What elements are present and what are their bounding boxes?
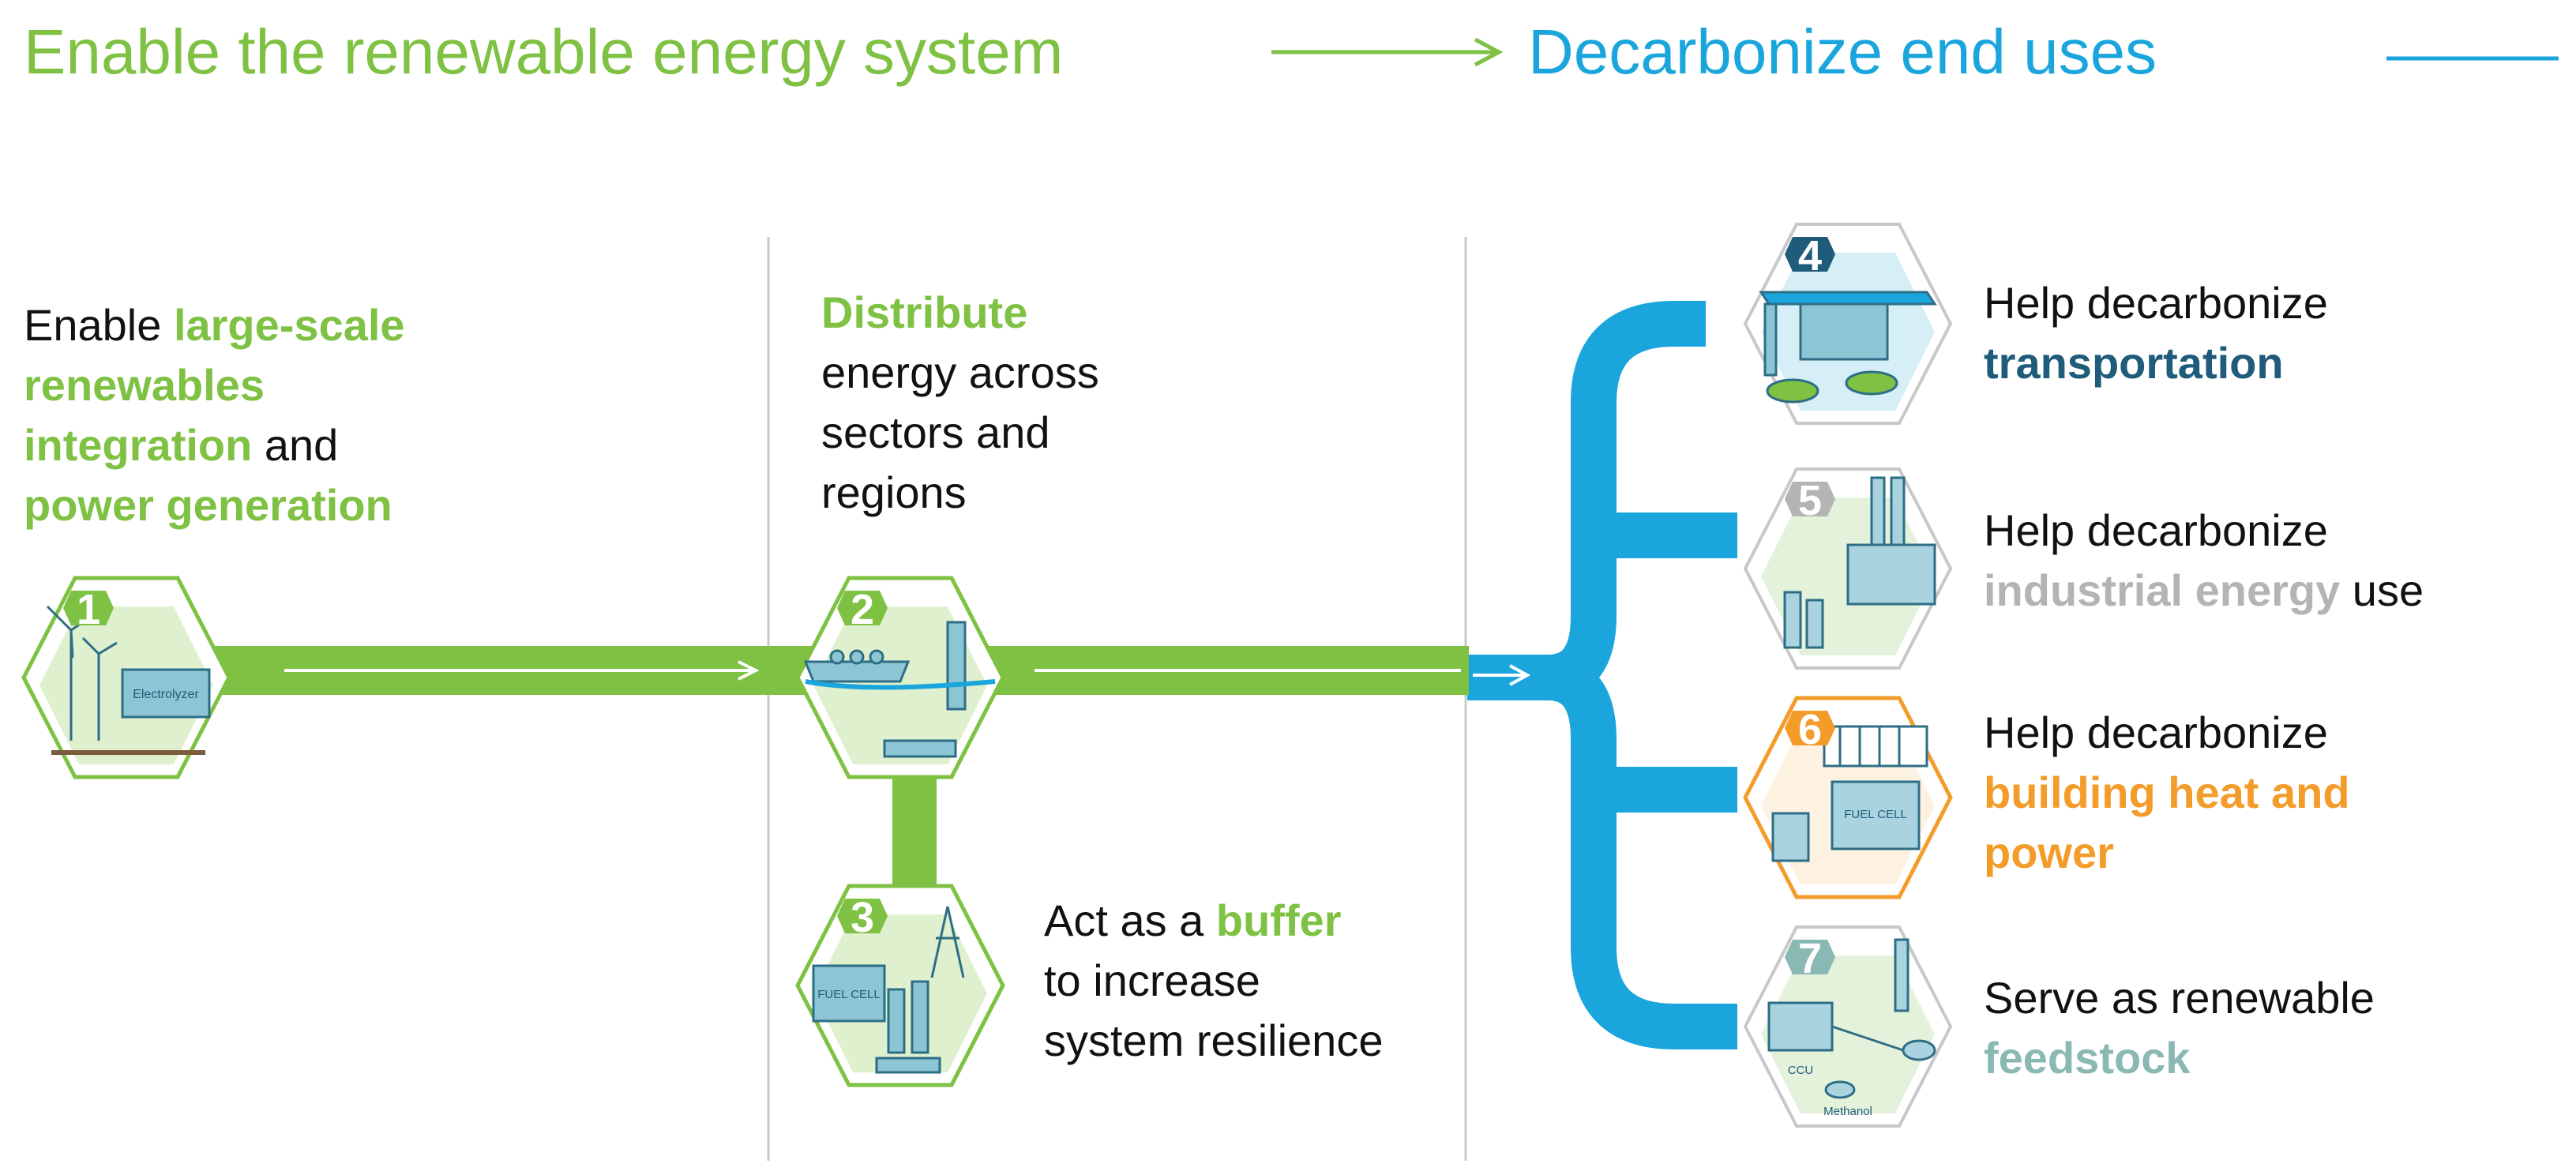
step-7-number: 7 [1798, 935, 1822, 982]
step-1-number: 1 [77, 586, 100, 633]
step-6-text: Help decarbonize building heat and power [1984, 703, 2350, 883]
step-6-text-highlight: power [1984, 828, 2114, 877]
step-4-text: Help decarbonize transportation [1984, 273, 2328, 393]
step-4-text-plain: Help decarbonize [1984, 278, 2328, 328]
step-5-hexagon: 5 [1743, 467, 1953, 670]
ccu-label: CCU [1788, 1064, 1814, 1077]
step-4-hexagon: 4 [1743, 223, 1953, 425]
fuel-cell-label-step-3: FUEL CELL [817, 988, 880, 1001]
step-1-text-highlight: renewables [24, 360, 265, 410]
step-3-hexagon: FUEL CELL 3 [795, 884, 1005, 1087]
step-5-text: Help decarbonize industrial energy use [1984, 501, 2424, 621]
step-6-badge [1785, 711, 1835, 745]
green-pipe-2-3 [892, 758, 937, 900]
step-1-text-highlight: power generation [24, 480, 392, 530]
step-1-text: Enable large-scale renewables integratio… [24, 295, 405, 535]
step-7-text-plain: Serve as renewable [1984, 973, 2375, 1023]
factory-chimney-icon [1783, 476, 1936, 649]
step-5-number: 5 [1798, 477, 1822, 524]
step-3-text-plain: to increase [1044, 955, 1260, 1005]
fuel-cell-label-step-6: FUEL CELL [1844, 808, 1906, 821]
step-1-hexagon: Electrolyzer 1 [21, 576, 231, 779]
header-decarbonize-end-uses: Decarbonize end uses [1528, 17, 2157, 87]
step-2-number: 2 [851, 586, 874, 633]
step-1-text-highlight: integration [24, 420, 253, 470]
step-4-text-highlight: transportation [1984, 338, 2284, 388]
methanol-label: Methanol [1823, 1105, 1872, 1118]
wind-turbine-electrolyzer-icon [46, 605, 211, 755]
chemical-plant-methanol-icon [1767, 938, 1936, 1099]
header-enable-renewable-system: Enable the renewable energy system [24, 17, 1064, 87]
step-1-text-plain: Enable [24, 300, 174, 350]
step-6-text-highlight: building heat and [1984, 768, 2350, 817]
step-3-badge [837, 899, 888, 933]
fueling-station-cars-icon [1759, 291, 1937, 404]
step-1-text-plain: and [252, 420, 339, 470]
step-6-text-plain: Help decarbonize [1984, 708, 2328, 757]
green-flow-arrow-1 [284, 660, 760, 681]
header-arrow-green [1271, 37, 1504, 67]
step-3-text: Act as a buffer to increase system resil… [1044, 891, 1383, 1071]
step-5-text-plain: Help decarbonize [1984, 505, 2328, 555]
fuel-cell-power-pylon-icon [812, 906, 965, 1074]
step-7-text: Serve as renewable feedstock [1984, 968, 2375, 1088]
step-3-text-highlight: buffer [1215, 895, 1342, 945]
step-7-badge [1785, 940, 1835, 974]
step-4-badge [1785, 237, 1835, 272]
step-3-text-plain: system resilience [1044, 1015, 1384, 1065]
step-5-text-plain: use [2340, 565, 2424, 615]
step-5-badge [1785, 482, 1835, 516]
step-2-hexagon: 2 [795, 576, 1005, 779]
step-7-hexagon: CCU Methanol 7 [1743, 925, 1953, 1128]
blue-flow-arrow [1473, 664, 1531, 686]
step-2-text-plain: energy across [821, 347, 1099, 397]
step-6-number: 6 [1798, 706, 1822, 753]
step-4-number: 4 [1798, 232, 1822, 280]
step-1-text-highlight: large-scale [173, 300, 405, 350]
step-2-text-plain: regions [821, 467, 967, 517]
tanker-ship-storage-tank-icon [803, 621, 996, 758]
step-2-text-highlight: Distribute [821, 287, 1028, 337]
step-3-number: 3 [851, 894, 874, 941]
step-5-text-highlight: industrial energy [1984, 565, 2341, 615]
step-1-badge [63, 591, 114, 625]
step-6-hexagon: FUEL CELL 6 [1743, 696, 1953, 899]
step-2-text: Distribute energy across sectors and reg… [821, 283, 1099, 523]
electrolyzer-label: Electrolyzer [133, 688, 199, 701]
blue-branch-pipes [1467, 301, 1737, 1049]
step-3-text-plain: Act as a [1044, 895, 1216, 945]
step-2-badge [837, 591, 888, 625]
heating-fuel-cell-building-icon [1771, 725, 1928, 862]
step-2-text-plain: sectors and [821, 407, 1050, 457]
step-7-text-highlight: feedstock [1984, 1033, 2191, 1083]
